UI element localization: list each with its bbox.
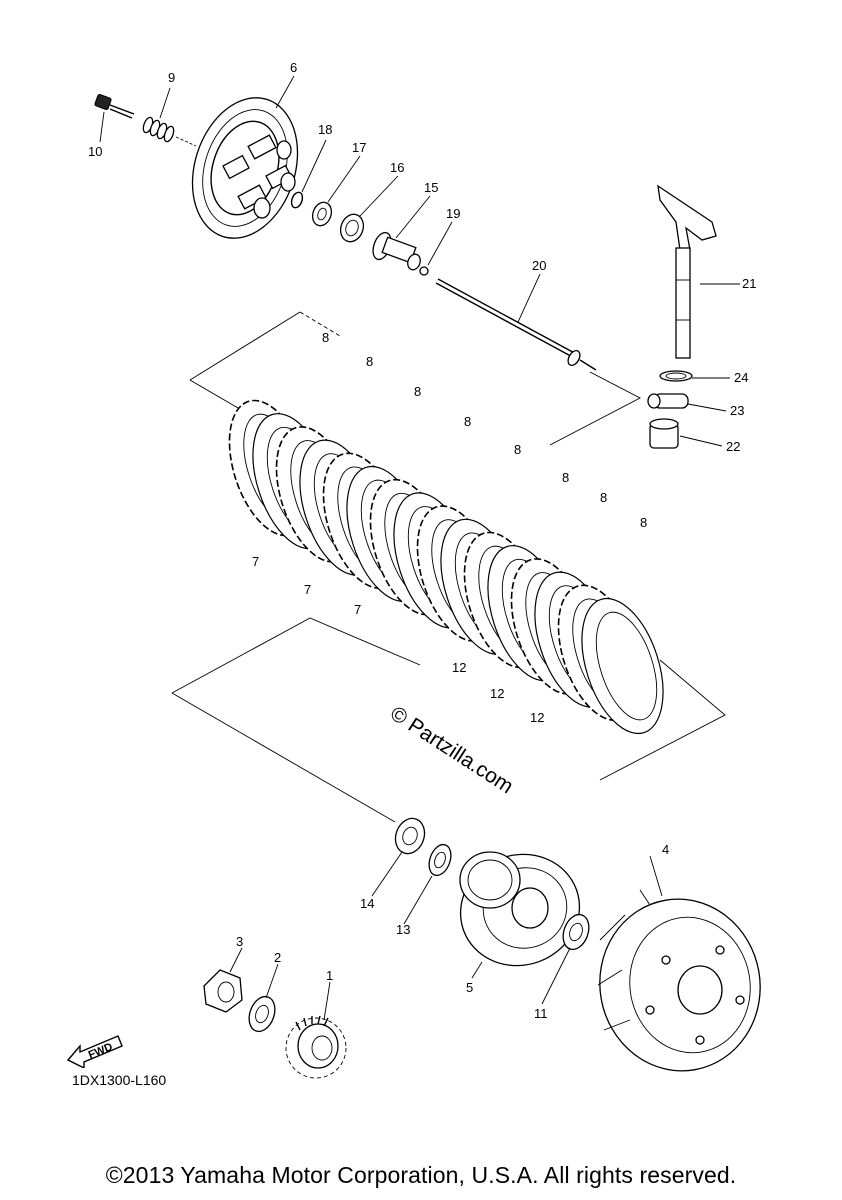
label-22: 22 (726, 439, 740, 454)
clutch-plate-inner-edge (595, 611, 658, 721)
label-7: 7 (354, 602, 361, 617)
label-15: 15 (424, 180, 438, 195)
label-2: 2 (274, 950, 281, 965)
clutch-plate (581, 597, 664, 735)
label-1: 1 (326, 968, 333, 983)
label-11: 11 (534, 1006, 548, 1021)
release-hardware (290, 191, 429, 276)
label-8: 8 (640, 515, 647, 530)
label-10: 10 (88, 144, 102, 159)
label-23: 23 (730, 403, 744, 418)
label-19: 19 (446, 206, 460, 221)
label-7: 7 (304, 582, 311, 597)
gear-1 (285, 1015, 347, 1079)
label-9: 9 (168, 70, 175, 85)
diagram-code: 1DX1300-L160 (72, 1072, 167, 1088)
clutch-boss-5 (459, 851, 581, 967)
fwd-label: FWD (87, 1041, 115, 1062)
label-12: 12 (490, 686, 504, 701)
bolt-and-spring (94, 94, 197, 147)
label-8: 8 (562, 470, 569, 485)
label-8: 8 (514, 442, 521, 457)
push-rod (435, 278, 597, 371)
nut-3 (203, 969, 243, 1013)
clutch-housing-4 (597, 889, 761, 1072)
fwd-arrow-icon: FWD (66, 1028, 126, 1073)
washer-13 (428, 843, 452, 877)
label-14: 14 (360, 896, 374, 911)
washer-2 (248, 995, 276, 1033)
upper-assembly-boundary (189, 311, 641, 446)
label-8: 8 (366, 354, 373, 369)
label-8: 8 (600, 490, 607, 505)
label-8: 8 (322, 330, 329, 345)
part-number-labels: 10 9 6 18 17 16 15 19 20 21 24 23 22 8 8… (88, 60, 756, 1021)
lower-assembly-boundary (171, 617, 726, 823)
label-5: 5 (466, 980, 473, 995)
push-lever-shaft (647, 184, 717, 449)
copyright-notice: ©2013 Yamaha Motor Corporation, U.S.A. A… (105, 1162, 737, 1188)
label-16: 16 (390, 160, 404, 175)
label-18: 18 (318, 122, 332, 137)
label-6: 6 (290, 60, 297, 75)
label-4: 4 (662, 842, 669, 857)
collar-14 (394, 817, 426, 855)
label-21: 21 (742, 276, 756, 291)
label-12: 12 (452, 660, 466, 675)
leader-lines (99, 75, 740, 1021)
pressure-plate (191, 97, 299, 239)
label-8: 8 (464, 414, 471, 429)
label-3: 3 (236, 934, 243, 949)
label-24: 24 (734, 370, 748, 385)
label-7: 7 (252, 554, 259, 569)
label-17: 17 (352, 140, 366, 155)
label-13: 13 (396, 922, 410, 937)
label-8: 8 (414, 384, 421, 399)
label-20: 20 (532, 258, 546, 273)
label-12: 12 (530, 710, 544, 725)
clutch-plate-stack (228, 399, 664, 735)
